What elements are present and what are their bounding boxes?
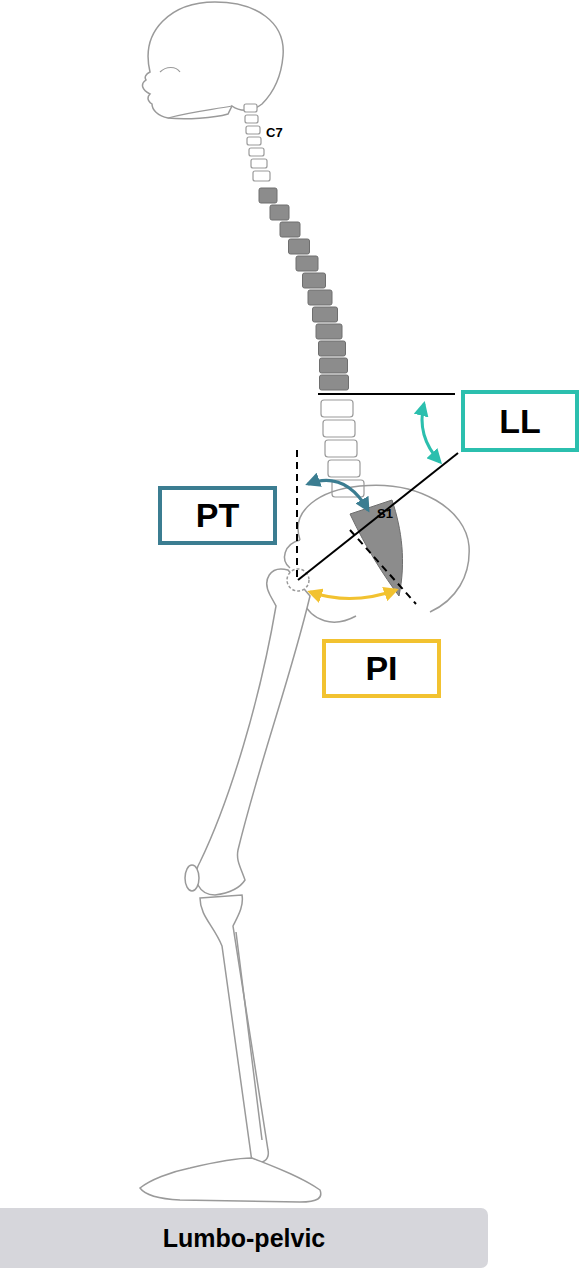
foot bbox=[140, 1158, 321, 1202]
angle-label-box: LL bbox=[461, 390, 579, 452]
cervical-vertebra bbox=[246, 126, 260, 134]
pi-angle-arc bbox=[310, 590, 396, 599]
node-label: Lumbo-pelvic bbox=[163, 1224, 326, 1253]
angle-label-box: PT bbox=[158, 486, 277, 545]
skull-outline bbox=[143, 2, 284, 119]
skull-eye bbox=[160, 68, 180, 73]
thoracic-vertebra bbox=[316, 324, 342, 339]
cervical-vertebrae bbox=[244, 104, 270, 181]
thoracic-vertebra bbox=[320, 375, 349, 390]
vertebra-label: S1 bbox=[377, 506, 393, 521]
vertical-reference bbox=[296, 450, 298, 580]
thoracic-vertebra bbox=[308, 290, 332, 305]
thoracic-vertebra bbox=[259, 188, 277, 203]
ll-angle-arc bbox=[422, 404, 440, 462]
sacrum bbox=[350, 500, 403, 596]
pt-angle-arc bbox=[308, 480, 368, 510]
thoracic-vertebra bbox=[280, 222, 300, 237]
section-band: Lumbo-pelvic bbox=[0, 1208, 488, 1268]
node-label: PI bbox=[365, 649, 397, 688]
thoracic-vertebra bbox=[320, 358, 348, 373]
thoracic-vertebra bbox=[319, 341, 346, 356]
lumbar-vertebra bbox=[321, 400, 353, 417]
cervical-vertebra bbox=[251, 159, 267, 168]
l1-endplate-line bbox=[318, 393, 455, 395]
thoracic-vertebrae bbox=[259, 188, 349, 390]
tibia bbox=[200, 895, 268, 1163]
lumbar-vertebra bbox=[328, 460, 360, 477]
thoracic-vertebra bbox=[270, 205, 289, 220]
lumbar-vertebra bbox=[323, 420, 355, 437]
thoracic-vertebra bbox=[296, 256, 318, 271]
angle-label-box: PI bbox=[322, 639, 441, 698]
ischium bbox=[302, 600, 356, 622]
femur bbox=[196, 569, 310, 895]
vertebra-label: C7 bbox=[266, 125, 283, 140]
cervical-vertebra bbox=[245, 115, 258, 123]
iliac-crest bbox=[298, 485, 469, 612]
node-label: PT bbox=[196, 496, 239, 535]
lumbar-vertebra bbox=[325, 440, 357, 457]
thoracic-vertebra bbox=[289, 239, 310, 254]
patella bbox=[185, 865, 199, 891]
cervical-vertebra bbox=[253, 171, 270, 181]
thoracic-vertebra bbox=[303, 273, 326, 288]
fibula bbox=[236, 932, 262, 1140]
cervical-vertebra bbox=[249, 148, 264, 156]
skull-jaw bbox=[168, 106, 232, 118]
cervical-vertebra bbox=[244, 104, 257, 112]
thoracic-vertebra bbox=[313, 307, 338, 322]
cervical-vertebra bbox=[247, 137, 261, 145]
node-label: LL bbox=[499, 402, 541, 441]
